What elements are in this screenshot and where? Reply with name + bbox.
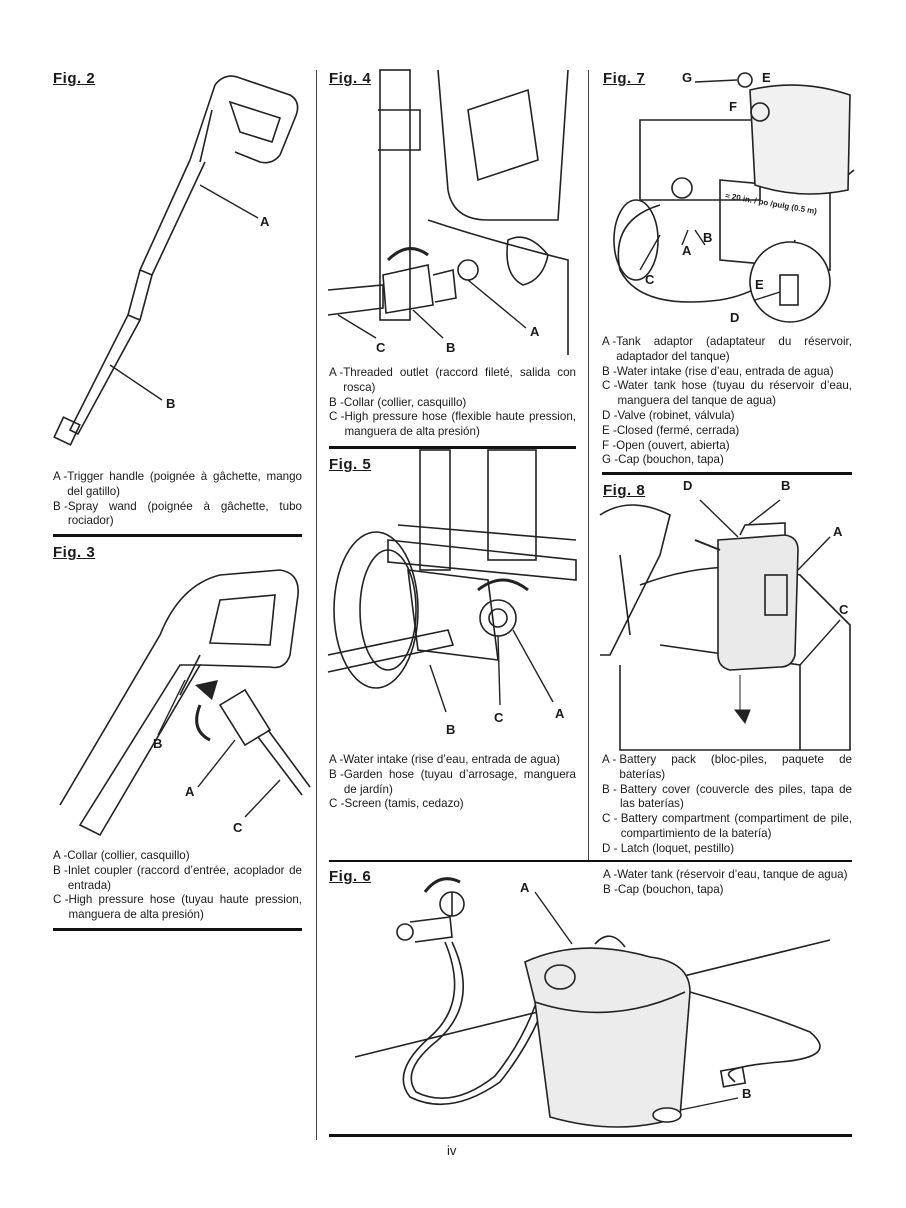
fig5-legend: A -Water intake (rise d’eau, entrada de … [329, 753, 576, 812]
legend-item: B -Cap (bouchon, tapa) [603, 882, 724, 896]
legend-item: C -High pressure hose (tuyau haute press… [53, 893, 302, 922]
fig7-tank-distance-label: ≈ 20 in. / po /pulg (0.5 m) [725, 191, 818, 216]
fig7-bottom-rule [602, 472, 852, 475]
fig4-callout-b: B [446, 340, 456, 355]
fig7-callout-a: A [682, 243, 692, 258]
fig7-legend: A -Tank adaptor (adaptateur du réservoir… [602, 335, 852, 468]
column-divider-right [588, 70, 589, 860]
fig7-title: Fig. 7 [603, 70, 646, 87]
fig6-title: Fig. 6 [329, 868, 372, 885]
fig8-callout-c: C [839, 602, 849, 617]
legend-item: D - Latch (loquet, pestillo) [602, 841, 735, 855]
fig2-callout-b: B [166, 396, 176, 411]
legend-item: A -Trigger handle (poignée à gâchette, m… [53, 470, 302, 498]
fig7-callout-b: B [703, 230, 713, 245]
fig2-bottom-rule [53, 534, 302, 537]
fig4-callout-a: A [530, 324, 540, 339]
fig8-legend: A - Battery pack (bloc-piles, paquete de… [602, 753, 852, 857]
fig3-title: Fig. 3 [53, 544, 96, 561]
legend-item: C - Battery compartment (compartiment de… [602, 812, 852, 840]
fig5-callout-b: B [446, 722, 456, 737]
page-number: iv [447, 1143, 457, 1158]
fig4-bottom-rule [329, 446, 576, 449]
fig8-callout-d: D [683, 478, 693, 493]
legend-item: A -Water intake (rise d’eau, entrada de … [329, 753, 560, 766]
fig5-title: Fig. 5 [329, 456, 372, 473]
fig8-callout-a: A [833, 524, 843, 539]
legend-item: A -Water tank (réservoir d’eau, tanque d… [603, 868, 848, 881]
legend-item: C -High pressure hose (flexible haute pr… [329, 410, 576, 439]
fig3-inlet-coupler-illustration [59, 569, 311, 837]
legend-item: A -Collar (collier, casquillo) [53, 849, 190, 862]
fig3-callout-c: C [233, 820, 243, 835]
fig2-title: Fig. 2 [53, 70, 96, 87]
fig6-callout-a: A [520, 880, 530, 895]
fig7-callout-c: C [645, 272, 655, 287]
fig3-legend: A -Collar (collier, casquillo) B -Inlet … [53, 849, 302, 923]
fig3-bottom-rule [53, 928, 302, 931]
legend-item: A -Tank adaptor (adaptateur du réservoir… [602, 335, 852, 363]
fig6-water-tank-illustration [354, 877, 831, 1128]
fig7-callout-e-bottom: E [755, 277, 764, 292]
fig3-callout-a: A [185, 784, 195, 799]
fig6-legend: A -Water tank (réservoir d’eau, tanque d… [603, 868, 853, 898]
fig5-water-intake-illustration [327, 449, 577, 713]
legend-item: E -Closed (fermé, cerrada) [602, 423, 740, 437]
fig5-callout-c: C [494, 710, 504, 725]
fig8-callout-b: B [781, 478, 791, 493]
fig7-callout-e-top: E [762, 70, 771, 85]
legend-item: F -Open (ouvert, abierta) [602, 438, 730, 452]
fig7-callout-f: F [729, 99, 737, 114]
legend-item: D -Valve (robinet, válvula) [602, 408, 735, 422]
legend-item: G -Cap (bouchon, tapa) [602, 453, 724, 467]
fig4-threaded-outlet-illustration [327, 69, 569, 355]
legend-item: B -Inlet coupler (raccord d’entrée, acop… [53, 863, 302, 892]
fig5-callout-a: A [555, 706, 565, 721]
legend-item: B - Battery cover (couvercle des piles, … [602, 782, 852, 811]
fig8-title: Fig. 8 [603, 482, 646, 499]
legend-item: A -Threaded outlet (raccord fileté, sali… [329, 366, 576, 394]
fig2-callout-a: A [260, 214, 270, 229]
fig8-battery-illustration [599, 499, 851, 751]
fig2-legend: A -Trigger handle (poignée à gâchette, m… [53, 470, 302, 529]
legend-item: B -Collar (collier, casquillo) [329, 395, 467, 409]
legend-item: C -Water tank hose (tuyau du réservoir d… [602, 379, 852, 408]
fig7-tank-connection-illustration: ≈ 20 in. / po /pulg (0.5 m) [613, 72, 855, 323]
fig7-callout-d: D [730, 310, 740, 325]
fig4-callout-c: C [376, 340, 386, 355]
fig6-callout-b: B [742, 1086, 752, 1101]
fig2-spray-gun-illustration [53, 75, 299, 446]
legend-item: B -Spray wand (poignée à gâchette, tubo … [53, 499, 302, 528]
fig3-callout-b: B [153, 736, 163, 751]
page-bottom-rule [329, 1134, 852, 1137]
column-divider-left [316, 70, 317, 1140]
legend-item: B -Water intake (rise d’eau, entrada de … [602, 364, 834, 378]
fig4-legend: A -Threaded outlet (raccord fileté, sali… [329, 366, 576, 440]
fig4-title: Fig. 4 [329, 70, 372, 87]
fig7-callout-g: G [682, 70, 693, 85]
fig6-top-rule [329, 860, 852, 862]
legend-item: B -Garden hose (tuyau d’arrosage, mangue… [329, 767, 576, 796]
legend-item: C -Screen (tamis, cedazo) [329, 797, 464, 811]
legend-item: A - Battery pack (bloc-piles, paquete de… [602, 753, 852, 781]
